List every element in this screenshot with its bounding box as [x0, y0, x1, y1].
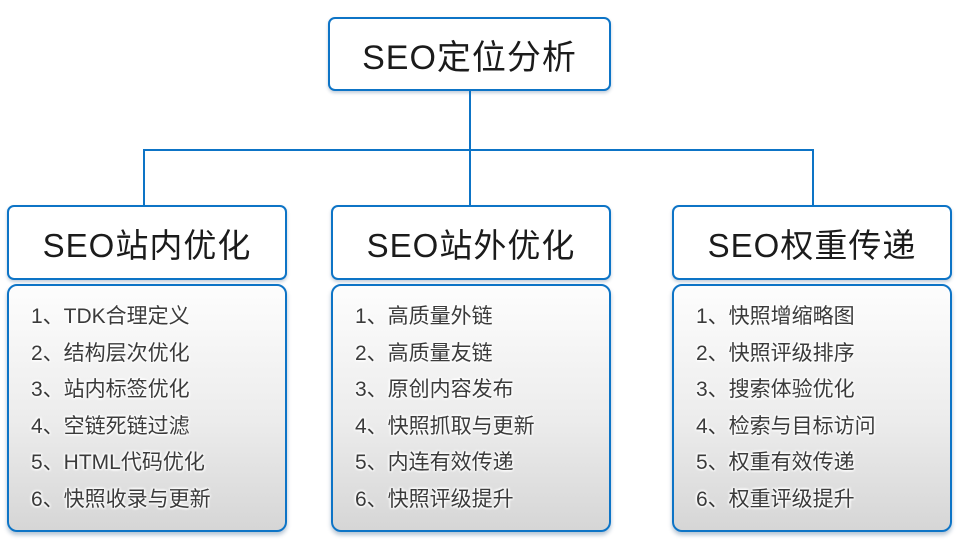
branch-weight-transfer: SEO权重传递 1、快照增缩略图 2、快照评级排序 3、搜索体验优化 4、检索与… [672, 205, 952, 532]
branch-offsite-title: SEO站外优化 [366, 226, 576, 264]
branch-offsite-optimization: SEO站外优化 1、高质量外链 2、高质量友链 3、原创内容发布 4、快照抓取与… [331, 205, 611, 532]
branch-offsite-header: SEO站外优化 [331, 205, 611, 280]
list-item: 1、高质量外链 [355, 305, 493, 328]
branch-weight-panel: 1、快照增缩略图 2、快照评级排序 3、搜索体验优化 4、检索与目标访问 5、权… [672, 284, 952, 532]
branch-weight-title: SEO权重传递 [707, 226, 917, 264]
branch-onsite-title: SEO站内优化 [42, 226, 252, 264]
root-node-seo-positioning: SEO定位分析 [328, 17, 611, 91]
list-item: 2、结构层次优化 [31, 341, 190, 365]
list-item: 1、TDK合理定义 [31, 305, 190, 328]
list-item: 2、高质量友链 [355, 341, 493, 365]
list-item: 4、快照抓取与更新 [355, 414, 535, 438]
connector-horizontal [143, 149, 814, 151]
list-item: 3、站内标签优化 [31, 378, 190, 401]
branch-offsite-panel: 1、高质量外链 2、高质量友链 3、原创内容发布 4、快照抓取与更新 5、内连有… [331, 284, 611, 532]
list-item: 3、搜索体验优化 [696, 378, 855, 401]
list-item: 5、HTML代码优化 [31, 451, 205, 474]
connector-drop-left [143, 149, 145, 206]
list-item: 5、权重有效传递 [696, 451, 855, 474]
list-item: 2、快照评级排序 [696, 341, 855, 365]
list-item: 6、快照收录与更新 [31, 487, 211, 511]
list-item: 3、原创内容发布 [355, 378, 514, 401]
branch-onsite-header: SEO站内优化 [7, 205, 287, 280]
list-item: 4、检索与目标访问 [696, 414, 876, 438]
root-node-title: SEO定位分析 [362, 38, 577, 77]
connector-drop-right [812, 149, 814, 206]
list-item: 4、空链死链过滤 [31, 414, 190, 438]
list-item: 6、权重评级提升 [696, 487, 855, 511]
branch-onsite-optimization: SEO站内优化 1、TDK合理定义 2、结构层次优化 3、站内标签优化 4、空链… [7, 205, 287, 532]
branch-onsite-panel: 1、TDK合理定义 2、结构层次优化 3、站内标签优化 4、空链死链过滤 5、H… [7, 284, 287, 532]
list-item: 5、内连有效传递 [355, 451, 514, 474]
branch-weight-header: SEO权重传递 [672, 205, 952, 280]
list-item: 1、快照增缩略图 [696, 305, 855, 328]
list-item: 6、快照评级提升 [355, 487, 514, 511]
